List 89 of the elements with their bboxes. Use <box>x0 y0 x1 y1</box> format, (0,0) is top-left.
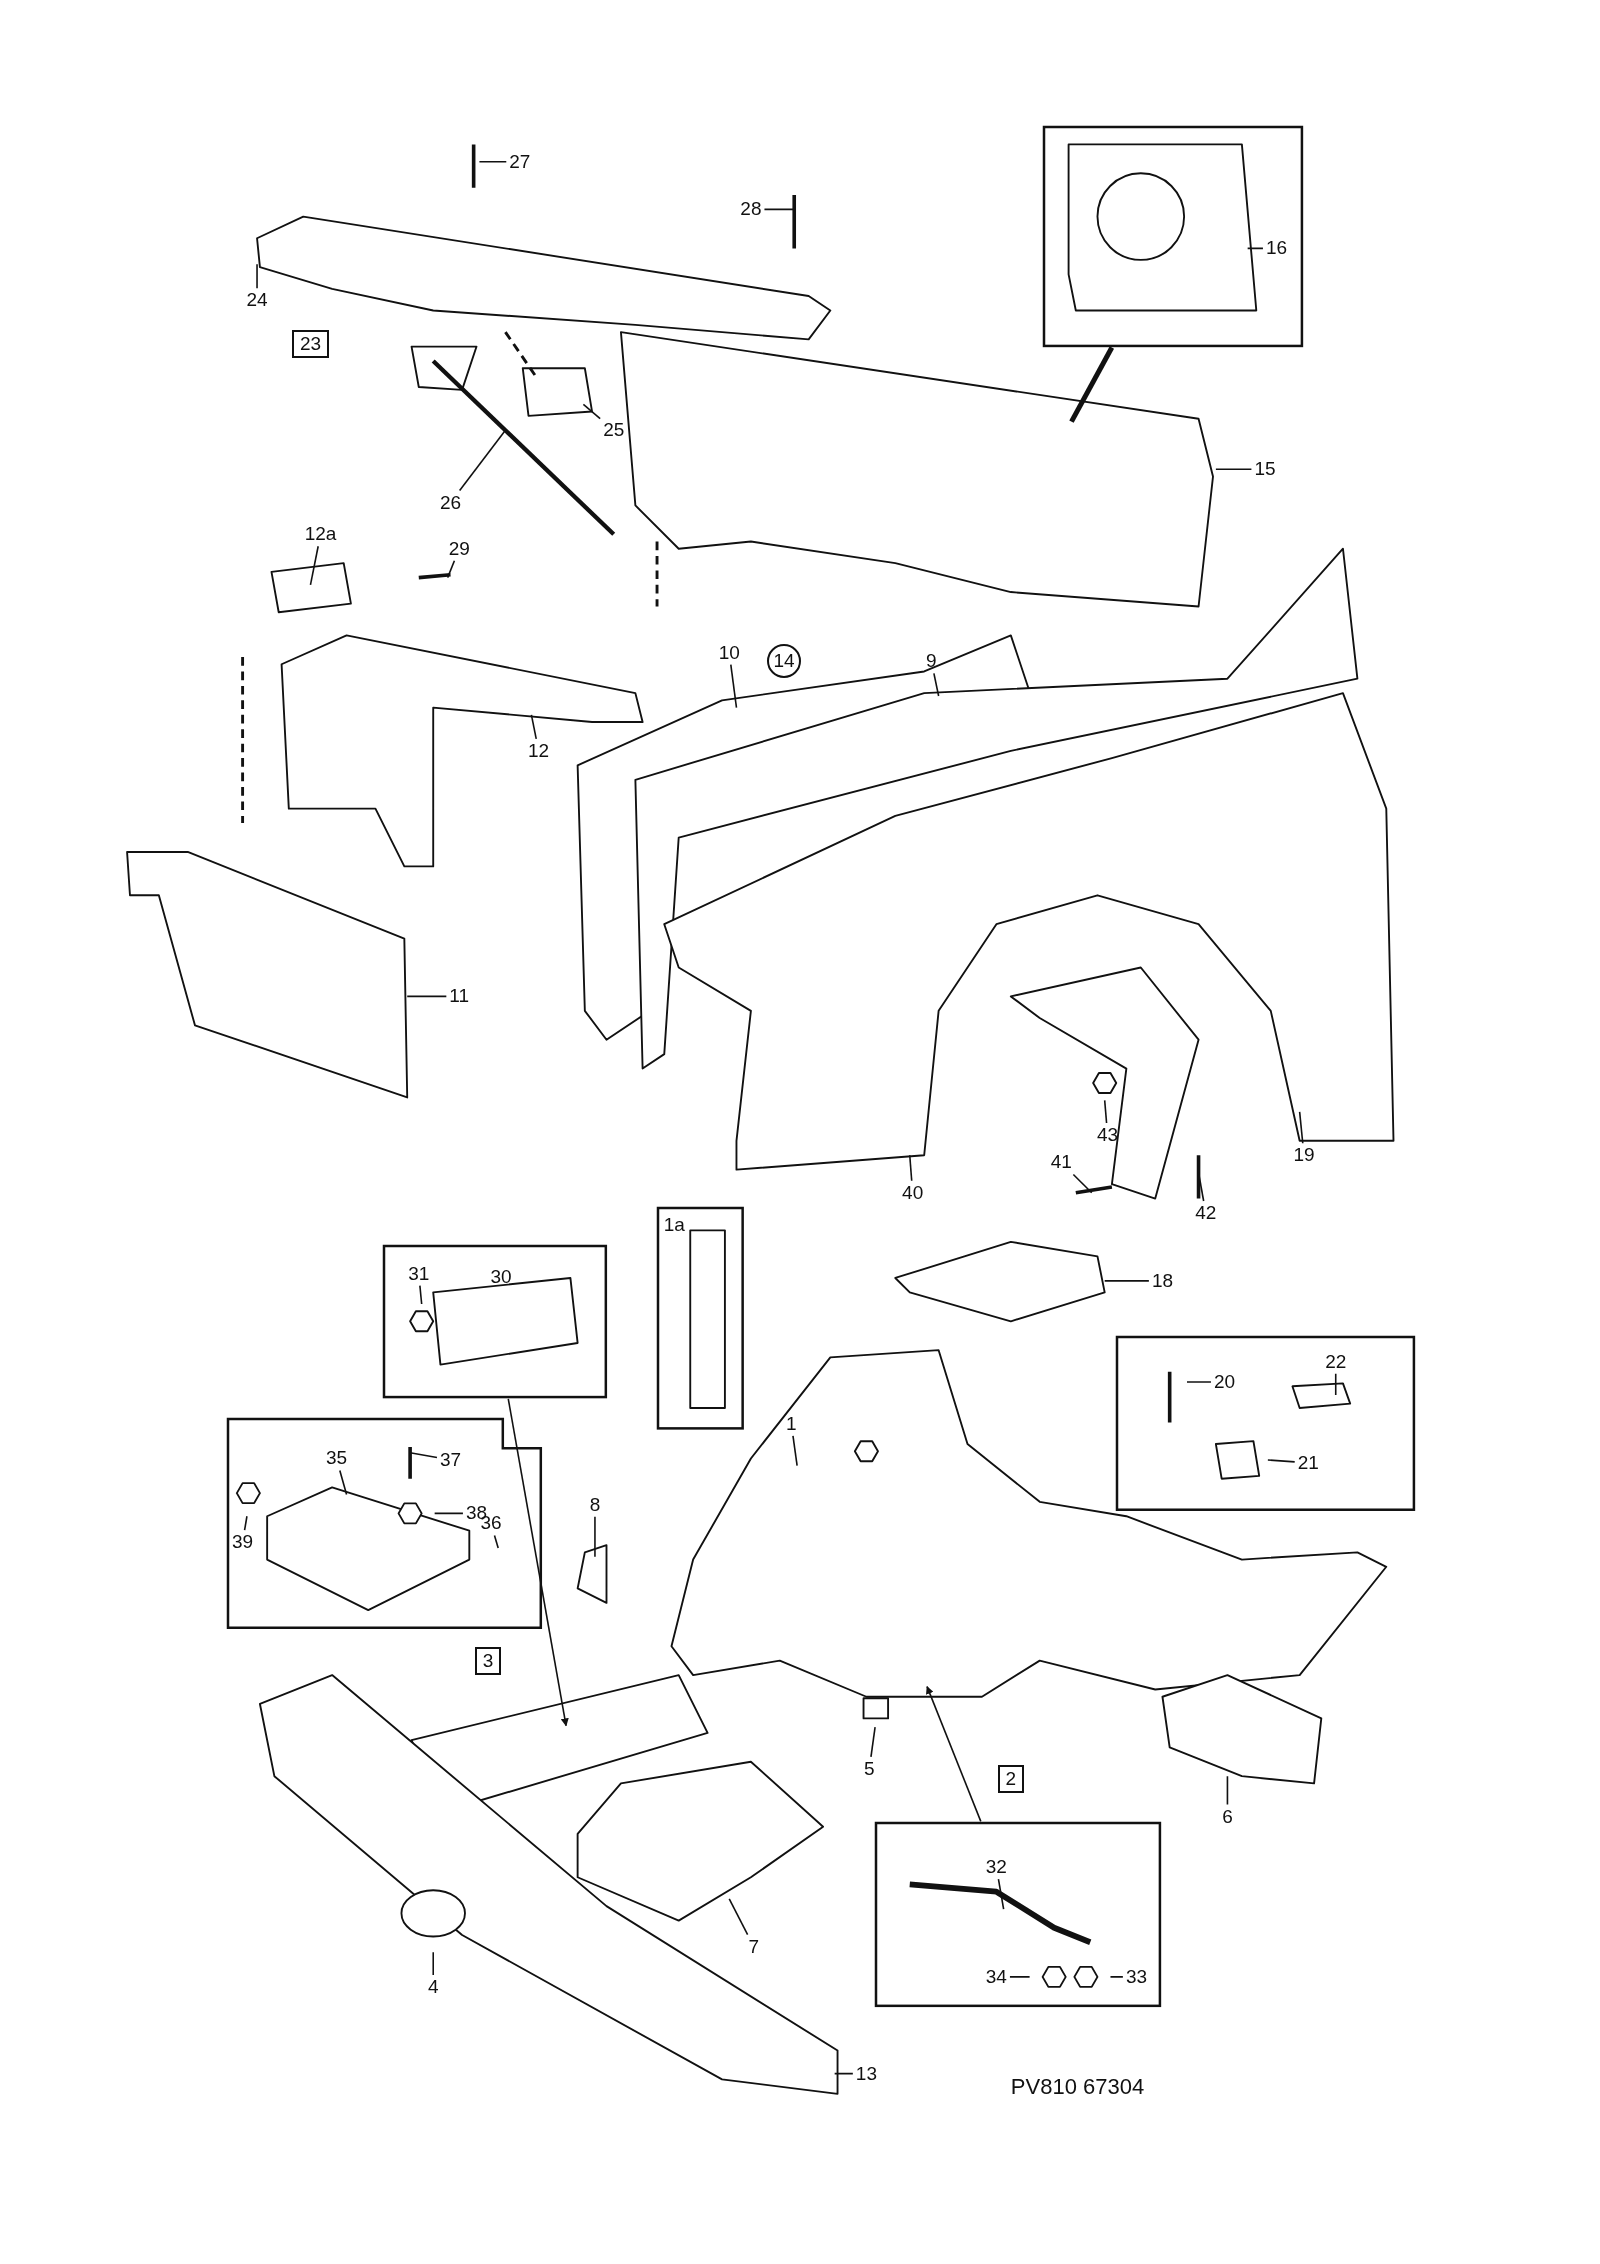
leader-line <box>530 714 537 740</box>
leader-line <box>1072 1173 1093 1194</box>
drawing-number: PV810 67304 <box>1010 2073 1145 2100</box>
arrow <box>507 1398 569 1727</box>
callout-number: 9 <box>924 650 939 673</box>
leader-line <box>763 208 795 211</box>
leader-line <box>582 403 601 420</box>
callout-number: 10 <box>716 641 742 664</box>
callout-number: 43 <box>1095 1124 1121 1146</box>
leader-line <box>792 1435 798 1467</box>
callout-number: 27 <box>507 150 533 173</box>
boxed-callout-number: 3 <box>474 1646 502 1675</box>
leader-line <box>1103 1280 1150 1282</box>
callout-number: 1 <box>784 1412 799 1435</box>
leader-line <box>1009 1976 1031 1978</box>
callout-number: 41 <box>1048 1151 1074 1174</box>
callout-number: 30 <box>488 1265 514 1288</box>
leader-line <box>833 2072 854 2075</box>
leader-line <box>256 263 258 290</box>
callout-number: 32 <box>983 1856 1009 1879</box>
leader-line <box>446 559 456 579</box>
callout-number: 28 <box>738 198 764 221</box>
callout-number: 37 <box>437 1448 464 1471</box>
callout-number: 39 <box>230 1531 256 1554</box>
callout-number: 6 <box>1220 1805 1235 1828</box>
leader-line <box>406 995 448 998</box>
callout-number: 18 <box>1149 1269 1175 1292</box>
leader-line <box>1298 1111 1304 1145</box>
callout-number: 20 <box>1211 1370 1238 1393</box>
leader-line <box>1267 1459 1296 1463</box>
callout-number: 4 <box>425 1976 441 1998</box>
leader-line <box>933 672 940 697</box>
leader-line <box>1186 1381 1212 1383</box>
leader-line <box>730 663 738 709</box>
leader-line <box>309 545 319 586</box>
leader-line <box>1109 1976 1124 1978</box>
connector-line <box>1069 346 1115 423</box>
arrow <box>926 1685 982 1823</box>
callout-number: 34 <box>983 1965 1009 1988</box>
leader-line <box>1226 1775 1229 1806</box>
boxed-callout-number: 23 <box>291 329 330 358</box>
inset-frame <box>226 1418 542 1629</box>
callout-number: 15 <box>1252 458 1278 481</box>
inset-frame <box>1042 125 1303 347</box>
inset-frame <box>1116 1335 1416 1511</box>
leader-line <box>432 1951 434 1976</box>
leader-line <box>728 1898 749 1936</box>
callout-number: 24 <box>244 289 270 312</box>
leader-line <box>433 1512 464 1515</box>
callout-number: 1a <box>661 1213 687 1236</box>
callout-number: 26 <box>437 491 464 514</box>
callout-number: 40 <box>900 1181 926 1204</box>
callout-number: 12 <box>526 739 552 762</box>
callout-number: 16 <box>1263 237 1290 260</box>
callout-number: 33 <box>1123 1965 1149 1988</box>
callout-number: 25 <box>601 419 627 442</box>
leader-line <box>1215 468 1253 471</box>
inset-frame <box>382 1244 607 1398</box>
leader-line <box>493 1534 499 1549</box>
callout-number: 19 <box>1291 1144 1317 1167</box>
inset-frame <box>657 1207 744 1430</box>
callout-number: 31 <box>406 1262 432 1285</box>
callout-number: 29 <box>446 537 472 560</box>
callout-number: 8 <box>587 1493 603 1516</box>
leader-line <box>594 1515 596 1558</box>
callout-number: 11 <box>447 985 472 1008</box>
leader-line <box>458 429 507 492</box>
leader-line <box>870 1726 876 1758</box>
inset-frame <box>875 1822 1161 2008</box>
boxed-callout-number: 2 <box>997 1765 1025 1794</box>
leader-line <box>1103 1099 1108 1124</box>
circled-callout-number: 14 <box>767 644 802 679</box>
callout-number: 13 <box>853 2062 879 2085</box>
leader-line <box>1334 1372 1337 1396</box>
leader-line <box>997 1878 1005 1910</box>
leader-line <box>478 160 508 163</box>
callout-number: 22 <box>1323 1350 1349 1373</box>
callout-number: 5 <box>862 1757 877 1780</box>
leader-line <box>339 1469 348 1496</box>
leader-line <box>1246 247 1264 250</box>
leader-line <box>409 1451 438 1459</box>
callout-number: 42 <box>1193 1202 1219 1224</box>
callout-number: 7 <box>746 1935 762 1958</box>
callout-number: 12a <box>302 523 339 546</box>
callout-number: 35 <box>323 1447 349 1470</box>
callout-number: 21 <box>1295 1451 1321 1474</box>
leader-line <box>419 1284 423 1305</box>
leader-line <box>243 1515 248 1532</box>
leader-line <box>908 1154 913 1182</box>
